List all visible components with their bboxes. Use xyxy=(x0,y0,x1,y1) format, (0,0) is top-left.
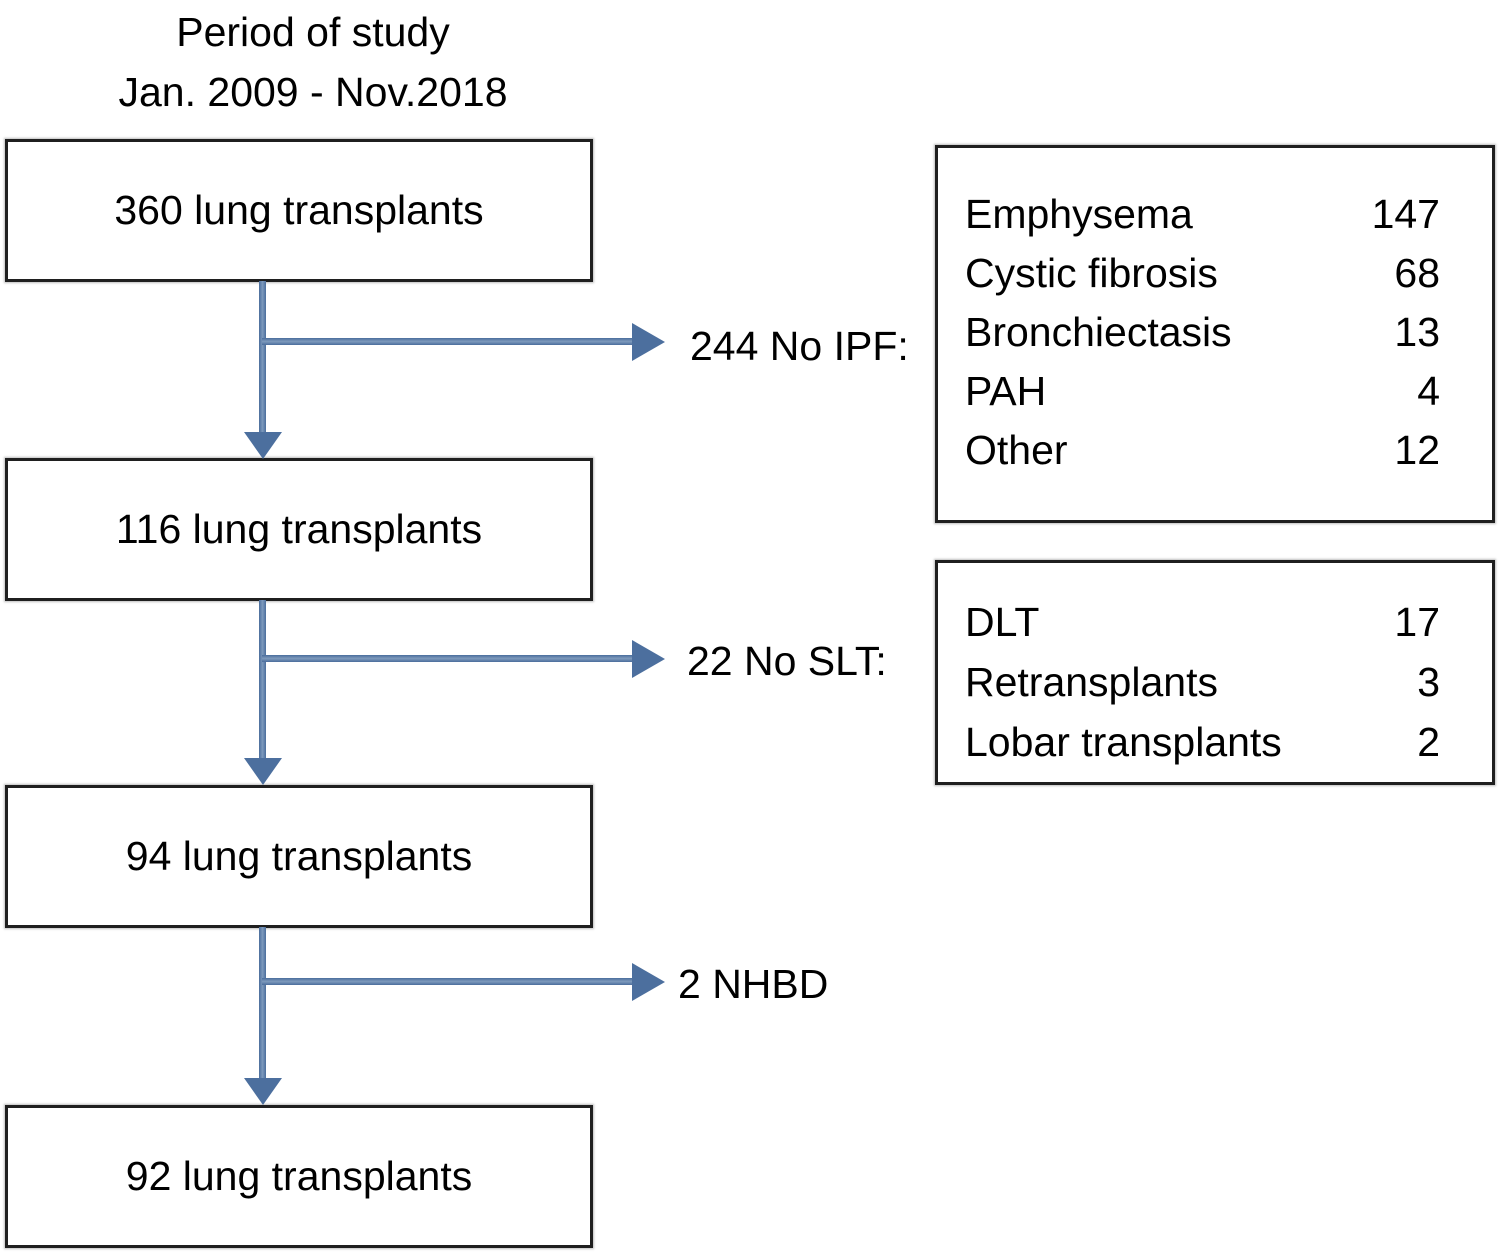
side-box-no-slt-types: DLT 17 Retransplants 3 Lobar transplants… xyxy=(935,560,1495,785)
diagnosis-count: 68 xyxy=(1394,250,1440,296)
diagnosis-count: 147 xyxy=(1371,191,1440,237)
flow-box-92-lung-transplants: 92 lung transplants xyxy=(5,1105,593,1248)
flow-box-label: 92 lung transplants xyxy=(125,1153,473,1199)
title-line-period: Period of study xyxy=(176,9,450,55)
diagnosis-count: 13 xyxy=(1394,309,1440,355)
branch-line-nhbd xyxy=(262,978,633,985)
diagram-title: Period of study Jan. 2009 - Nov.2018 xyxy=(63,2,563,122)
arrow-right-icon xyxy=(632,323,665,361)
transplant-type-label: Retransplants xyxy=(965,658,1218,705)
flow-box-label: 116 lung transplants xyxy=(115,506,483,552)
branch-label-no-slt: 22 No SLT: xyxy=(687,638,887,684)
arrow-right-icon xyxy=(632,640,665,678)
diagnosis-label: Emphysema xyxy=(965,191,1193,237)
transplant-type-row: Lobar transplants 2 xyxy=(965,712,1440,772)
diagnosis-row: PAH 4 xyxy=(965,362,1440,421)
diagnosis-row: Cystic fibrosis 68 xyxy=(965,244,1440,303)
diagnosis-row: Emphysema 147 xyxy=(965,185,1440,244)
flow-box-label: 360 lung transplants xyxy=(114,187,484,233)
diagnosis-count: 4 xyxy=(1417,368,1440,414)
diagnosis-row: Other 12 xyxy=(965,421,1440,480)
transplant-type-count: 2 xyxy=(1417,718,1440,765)
connector-line-94-to-92 xyxy=(259,927,266,1079)
flow-box-116-lung-transplants: 116 lung transplants xyxy=(5,458,593,601)
side-box-no-ipf-diagnoses: Emphysema 147 Cystic fibrosis 68 Bronchi… xyxy=(935,145,1495,523)
transplant-type-row: DLT 17 xyxy=(965,592,1440,652)
branch-label-no-ipf: 244 No IPF: xyxy=(690,323,909,369)
arrow-down-icon xyxy=(244,758,282,785)
arrow-down-icon xyxy=(244,1078,282,1105)
diagnosis-label: PAH xyxy=(965,368,1047,414)
flow-box-label: 94 lung transplants xyxy=(125,833,473,879)
diagnosis-label: Bronchiectasis xyxy=(965,309,1232,355)
diagnosis-count: 12 xyxy=(1394,427,1440,473)
diagnosis-label: Other xyxy=(965,427,1068,473)
diagnosis-label: Cystic fibrosis xyxy=(965,250,1218,296)
title-line-dates: Jan. 2009 - Nov.2018 xyxy=(118,69,508,115)
branch-label-nhbd: 2 NHBD xyxy=(678,961,829,1007)
transplant-type-label: Lobar transplants xyxy=(965,718,1282,765)
connector-line-360-to-116 xyxy=(259,281,266,433)
branch-line-no-ipf xyxy=(262,338,633,345)
transplant-type-row: Retransplants 3 xyxy=(965,652,1440,712)
flow-box-94-lung-transplants: 94 lung transplants xyxy=(5,785,593,928)
transplant-type-count: 3 xyxy=(1417,658,1440,705)
diagnosis-row: Bronchiectasis 13 xyxy=(965,303,1440,362)
arrow-right-icon xyxy=(632,963,665,1001)
flow-box-360-lung-transplants: 360 lung transplants xyxy=(5,139,593,282)
connector-line-116-to-94 xyxy=(259,600,266,759)
branch-line-no-slt xyxy=(262,655,633,662)
transplant-type-count: 17 xyxy=(1394,598,1440,645)
transplant-type-label: DLT xyxy=(965,598,1040,645)
arrow-down-icon xyxy=(244,432,282,459)
